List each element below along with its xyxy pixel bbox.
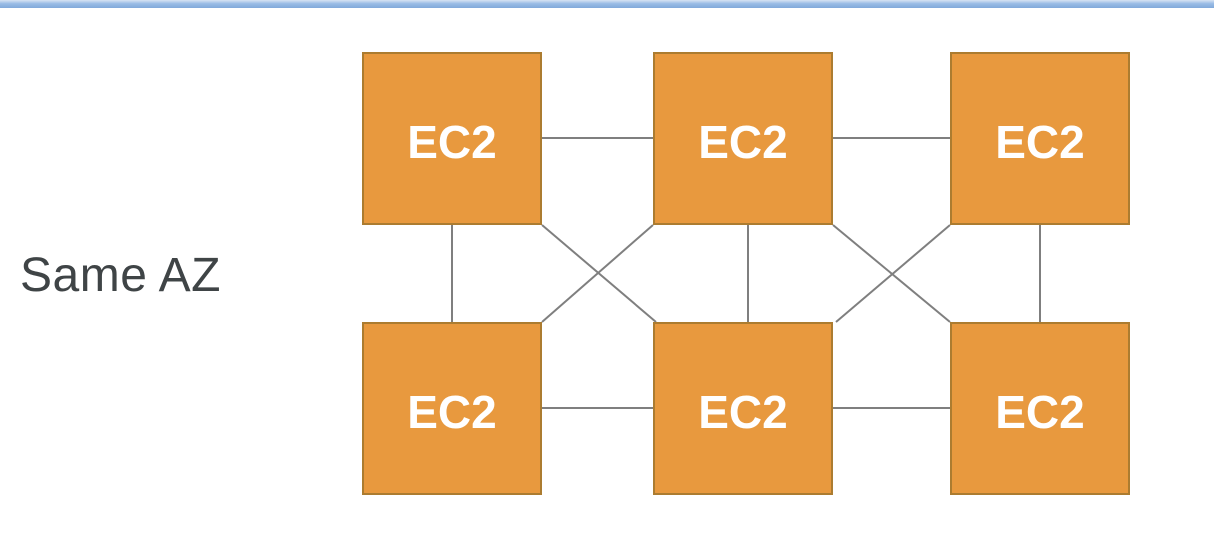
ec2-node-bottom-middle: EC2 (653, 322, 833, 495)
ec2-node-label: EC2 (995, 115, 1085, 168)
edge-ec2-node-top-middle--ec2-node-bottom-left (541, 224, 654, 323)
ec2-node-label: EC2 (407, 385, 497, 438)
ec2-node-label: EC2 (698, 385, 788, 438)
ec2-node-label: EC2 (995, 385, 1085, 438)
same-az-label: Same AZ (20, 249, 221, 302)
ec2-node-label: EC2 (698, 115, 788, 168)
edge-ec2-node-top-right--ec2-node-bottom-middle (835, 224, 951, 323)
ec2-node-label: EC2 (407, 115, 497, 168)
top-accent-bar (0, 0, 1214, 8)
ec2-node-bottom-right: EC2 (950, 322, 1130, 495)
ec2-node-top-left: EC2 (362, 52, 542, 225)
ec2-node-bottom-left: EC2 (362, 322, 542, 495)
ec2-node-top-right: EC2 (950, 52, 1130, 225)
ec2-node-top-middle: EC2 (653, 52, 833, 225)
